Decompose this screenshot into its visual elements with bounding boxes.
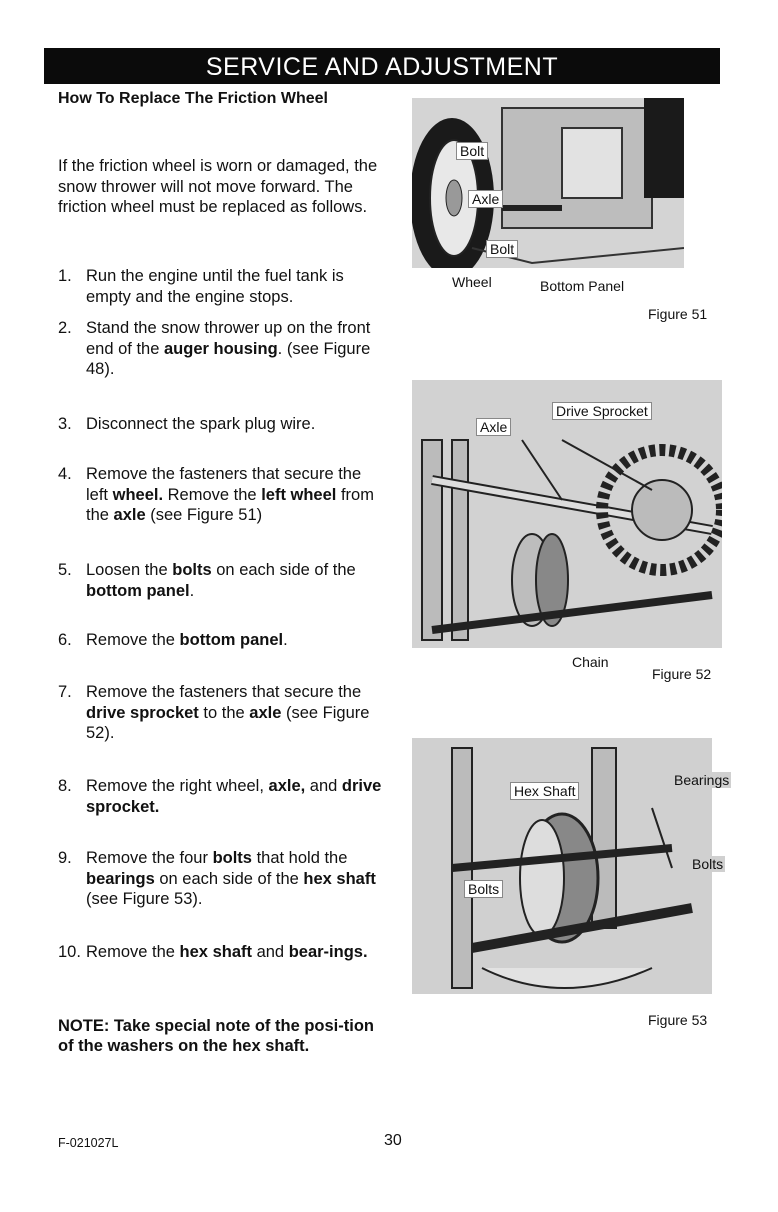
figure-51-illustration: Bolt Axle Bolt xyxy=(412,98,684,268)
label-bearings: Bearings xyxy=(672,772,732,788)
step-text: Run the engine until the fuel tank is em… xyxy=(86,267,344,306)
step-text: Remove the fasteners that secure the dri… xyxy=(86,683,370,742)
section-banner: SERVICE AND ADJUSTMENT xyxy=(44,48,720,84)
intro-paragraph: If the friction wheel is worn or damaged… xyxy=(58,157,378,216)
figure-53-illustration: Hex Shaft Bolts xyxy=(412,738,712,994)
step-number: 8. xyxy=(58,777,72,795)
step-text: Remove the right wheel, axle, and drive … xyxy=(86,777,382,816)
step-number: 9. xyxy=(58,849,72,867)
step-text: Remove the four bolts that hold the bear… xyxy=(86,849,376,908)
step-text: Remove the hex shaft and bear-ings. xyxy=(86,943,368,961)
callout-axle: Axle xyxy=(476,418,512,436)
figure-53-caption: Figure 53 xyxy=(648,1012,708,1028)
step-text: Remove the fasteners that secure the lef… xyxy=(86,465,374,524)
figure-52-illustration: Axle Drive Sprocket xyxy=(412,380,722,648)
callout-hex-shaft: Hex Shaft xyxy=(510,782,580,800)
callout-bolts: Bolts xyxy=(464,880,504,898)
label-bottom-panel: Bottom Panel xyxy=(540,278,625,294)
step-text: Stand the snow thrower up on the front e… xyxy=(86,319,371,378)
document-code: F-021027L xyxy=(58,1136,119,1150)
figure-51-caption: Figure 51 xyxy=(648,306,708,322)
section-subheading: How To Replace The Friction Wheel xyxy=(58,90,328,107)
step-number: 5. xyxy=(58,561,72,579)
note-washers: NOTE: Take special note of the posi-tion… xyxy=(58,1017,374,1055)
step-number: 4. xyxy=(58,465,72,483)
figure-52-caption: Figure 52 xyxy=(652,666,712,682)
label-chain: Chain xyxy=(572,654,609,670)
step-text: Loosen the bolts on each side of the bot… xyxy=(86,561,356,600)
step-text: Remove the bottom panel. xyxy=(86,631,288,649)
step-number: 2. xyxy=(58,319,72,337)
step-number: 7. xyxy=(58,683,72,701)
step-number: 1. xyxy=(58,267,72,285)
callout-bolt-bottom: Bolt xyxy=(486,240,519,258)
step-number: 6. xyxy=(58,631,72,649)
label-wheel: Wheel xyxy=(452,274,492,290)
callout-axle: Axle xyxy=(468,190,504,208)
step-number: 10. xyxy=(58,943,81,961)
step-text: Disconnect the spark plug wire. xyxy=(86,415,316,433)
label-bolts: Bolts xyxy=(690,856,726,872)
callout-bolt-top: Bolt xyxy=(456,142,489,160)
callout-drive-sprocket: Drive Sprocket xyxy=(552,402,652,420)
step-number: 3. xyxy=(58,415,72,433)
page-number: 30 xyxy=(384,1132,402,1149)
